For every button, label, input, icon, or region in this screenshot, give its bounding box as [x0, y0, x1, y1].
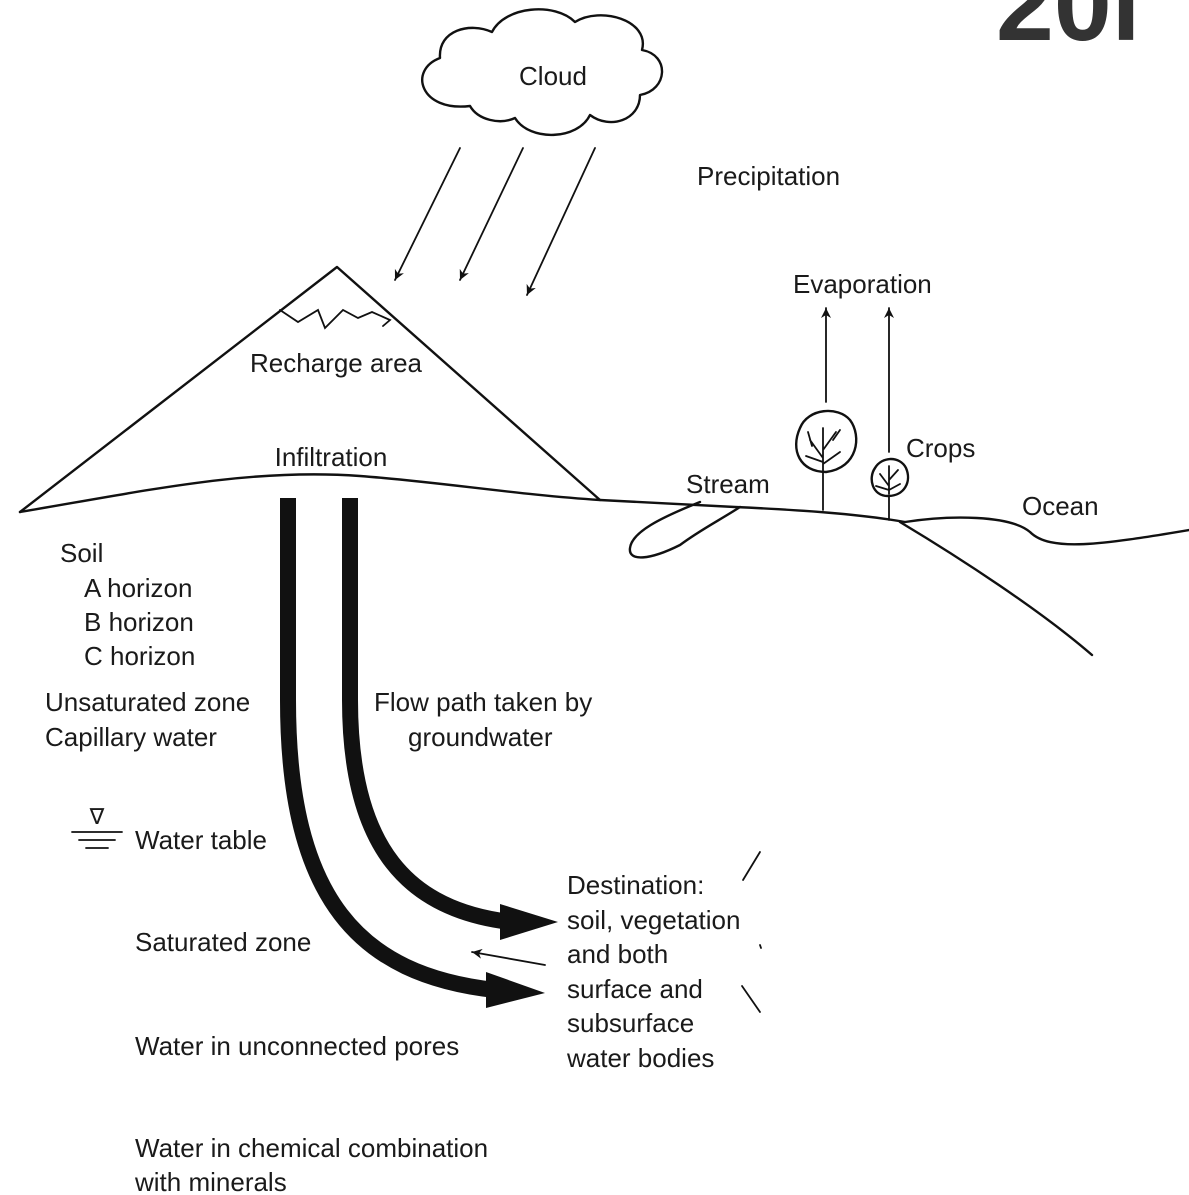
b-horizon-label: B horizon [84, 607, 194, 637]
return-flow-arrow [471, 948, 546, 966]
evaporation-arrows [821, 307, 894, 453]
flow-arrowhead-outer [486, 972, 545, 1008]
water-table-icon: ∇ [71, 804, 123, 849]
snow-cap-icon [279, 308, 392, 330]
saturated-zone-label: Saturated zone [135, 927, 311, 957]
stream-icon [628, 500, 742, 559]
precipitation-arrow [394, 147, 461, 281]
cloud-icon [421, 8, 664, 137]
ground-surface-line [18, 473, 907, 524]
capillary-water-label: Capillary water [45, 722, 217, 752]
flow-path-inner [342, 498, 511, 930]
shore-slope-line [898, 520, 1094, 657]
recharge-area-label: Recharge area [250, 348, 423, 378]
destination-label-line-3: and both [567, 939, 668, 969]
flow-arrowhead-inner [500, 904, 558, 940]
c-horizon-label: C horizon [84, 641, 195, 671]
flow-path-outer [280, 498, 496, 998]
precipitation-arrow [459, 147, 524, 281]
ocean-label: Ocean [1022, 491, 1099, 521]
flow-path-label-line-2: groundwater [408, 722, 553, 752]
cloud-label: Cloud [519, 61, 587, 91]
groundwater-flow-arrows [280, 498, 558, 1008]
precipitation-label: Precipitation [697, 161, 840, 191]
precipitation-arrows [394, 147, 596, 296]
tree-icon [795, 409, 858, 511]
crops-label: Crops [906, 433, 975, 463]
ocean-surface-line [903, 516, 1189, 546]
destination-label-line-4: surface and [567, 974, 703, 1004]
destination-bracket-marks [741, 851, 762, 1013]
mountain-icon [18, 265, 602, 514]
crop-plant-icon [870, 457, 910, 521]
water-table-label: Water table [135, 825, 267, 855]
infiltration-label: Infiltration [275, 442, 388, 472]
chemical-combination-label-line-1: Water in chemical combination [135, 1133, 488, 1163]
precipitation-arrow [526, 147, 596, 296]
evaporation-label: Evaporation [793, 269, 932, 299]
destination-label-line-1: Destination: [567, 870, 704, 900]
stream-label: Stream [686, 469, 770, 499]
chemical-combination-label-line-2: with minerals [134, 1167, 287, 1195]
destination-label-line-6: water bodies [566, 1043, 714, 1073]
corner-heading-fragment: 20l [996, 0, 1141, 63]
destination-label-line-5: subsurface [567, 1008, 694, 1038]
svg-text:∇: ∇ [89, 804, 105, 829]
soil-label: Soil [60, 538, 103, 568]
destination-label-line-2: soil, vegetation [567, 905, 740, 935]
unconnected-pores-label: Water in unconnected pores [135, 1031, 459, 1061]
flow-path-label-line-1: Flow path taken by [374, 687, 592, 717]
a-horizon-label: A horizon [84, 573, 192, 603]
unsaturated-zone-label: Unsaturated zone [45, 687, 250, 717]
